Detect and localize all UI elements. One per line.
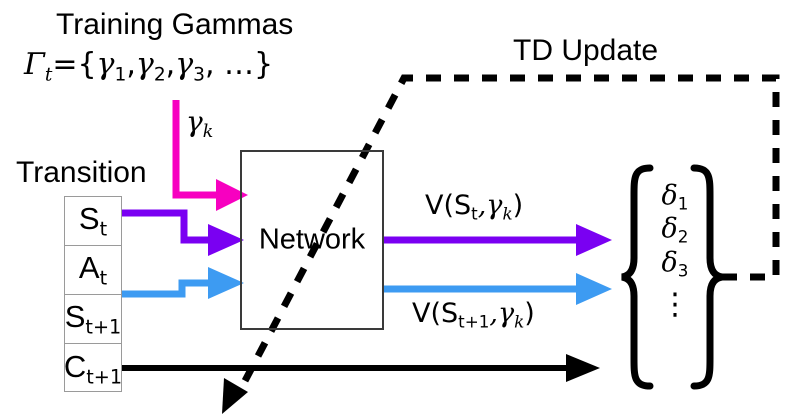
value-state-t-plus-1-sub: t+1 [458, 311, 490, 332]
gamma-set-equals: ={ [52, 47, 97, 82]
state-t-plus-1-symbol: S [64, 299, 86, 335]
gamma-1-sub: 1 [114, 64, 127, 86]
state-t-plus-1-cell-text: St+1 [65, 301, 122, 337]
gamma-k-arrow [172, 100, 248, 211]
network-box: Network [240, 150, 384, 330]
delta-3-symbol: δ [661, 246, 678, 278]
value-state-t-plus-1-close: ) [524, 298, 535, 329]
delta-vdots: ⋮ [660, 287, 690, 323]
action-t-cell-text: At [79, 252, 107, 288]
delta-3-subscript: 3 [677, 260, 689, 281]
deltas-left-brace [621, 164, 654, 390]
gamma-set-tail: , …} [204, 47, 274, 82]
transition-table: St At St+1 Ct+1 [64, 196, 122, 392]
value-state-t-sub: t [471, 203, 478, 224]
action-t-symbol: A [78, 250, 100, 286]
td-update-dashed-path [222, 74, 780, 414]
value-state-t-close: ) [512, 190, 524, 221]
state-t-cell-text: St [79, 203, 107, 239]
gamma-sep-1: , [126, 47, 136, 82]
value-state-t-output-arrow [384, 224, 612, 256]
delta-1-symbol: δ [661, 180, 678, 211]
state-t-plus-1-input-arrow [122, 267, 244, 299]
transition-heading: Transition [16, 156, 147, 189]
gamma-k-subscript: k [202, 121, 214, 142]
gamma-set-lhs-sub: t [44, 64, 53, 86]
transition-row-state-t-plus-1: St+1 [65, 295, 121, 344]
gamma-set-lhs: Γ [24, 47, 45, 82]
network-label: Network [258, 223, 366, 256]
value-state-t-head: V(S [425, 190, 472, 221]
training-gammas-set: Γt={γ1,γ2,γ3, …} [24, 50, 273, 85]
transition-row-action-t: At [65, 246, 121, 295]
value-state-t-plus-1-tail: ,γ [489, 298, 515, 329]
delta-2-subscript: 2 [677, 227, 689, 248]
state-t-subscript: t [99, 217, 108, 241]
state-t-input-arrow [122, 209, 244, 256]
cost-t-plus-1-subscript: t+1 [86, 365, 123, 389]
delta-3: δ3 [650, 247, 700, 280]
delta-2-symbol: δ [661, 213, 678, 245]
td-update-title: TD Update [513, 34, 659, 67]
cost-t-plus-1-cell-text: Ct+1 [64, 351, 122, 387]
gamma-3-sub: 3 [193, 64, 205, 86]
gamma-k-symbol: γ [186, 105, 203, 138]
delta-1: δ1 [650, 180, 700, 213]
gamma-sep-2: , [165, 47, 176, 82]
training-gammas-title: Training Gammas [56, 8, 294, 41]
state-t-symbol: S [78, 201, 100, 237]
gamma-2: γ [135, 47, 154, 82]
state-t-plus-1-subscript: t+1 [85, 315, 122, 339]
delta-2: δ2 [650, 213, 700, 248]
value-state-t-plus-1-output-arrow [384, 273, 612, 305]
value-state-t-label: V(St,γk) [425, 192, 523, 222]
gamma-1: γ [96, 47, 115, 82]
value-state-t-plus-1-label: V(St+1,γk) [412, 300, 535, 330]
transition-row-state-t: St [65, 197, 121, 246]
cost-arrow [122, 354, 600, 382]
delta-1-subscript: 1 [677, 193, 689, 214]
value-state-t-plus-1-tail-sub: k [514, 311, 525, 332]
gamma-k-label: γk [186, 108, 213, 141]
value-state-t-tail: ,γ [477, 190, 503, 221]
delta-list: δ1 δ2 δ3 ⋮ [650, 180, 700, 320]
gamma-2-sub: 2 [153, 64, 166, 86]
gamma-3: γ [175, 47, 194, 82]
cost-t-plus-1-symbol: C [63, 348, 87, 384]
transition-row-cost-t-plus-1: Ct+1 [64, 344, 122, 393]
value-state-t-plus-1-head: V(S [412, 298, 459, 329]
value-state-t-tail-sub: k [502, 203, 513, 224]
action-t-subscript: t [99, 266, 108, 290]
